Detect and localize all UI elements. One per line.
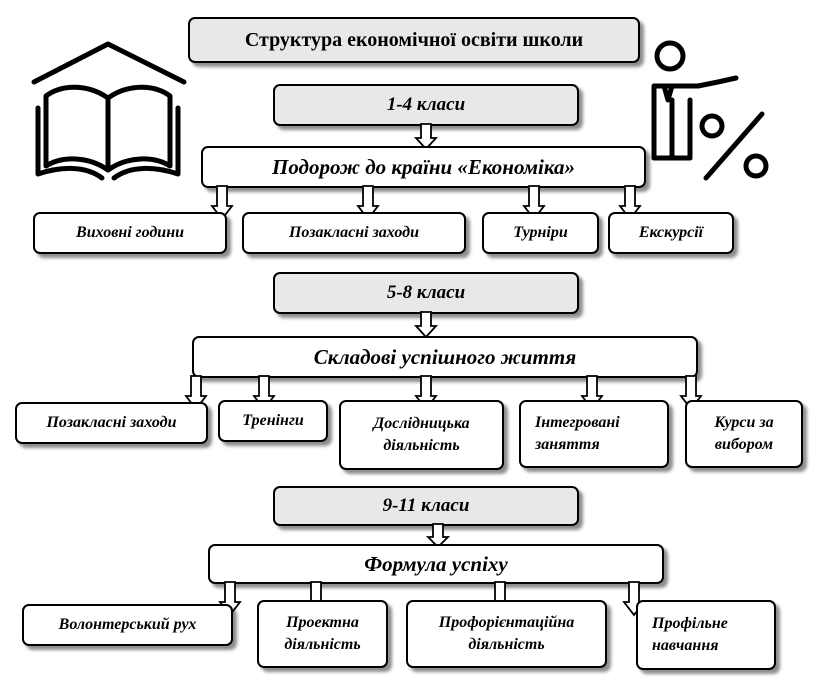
- down-arrow-icon: [413, 123, 439, 151]
- item-box: Турніри: [482, 212, 599, 254]
- down-arrow-icon: [425, 523, 451, 549]
- theme-label: Формула успіху: [364, 551, 508, 576]
- theme-box-3: Формула успіху: [208, 544, 664, 584]
- open-book-house-icon: [28, 38, 190, 183]
- item-box: Позакласні заходи: [242, 212, 466, 254]
- item-box: Проектна діяльність: [257, 600, 388, 668]
- down-arrow-icon: [413, 311, 439, 339]
- item-box: Курси за вибором: [685, 400, 803, 468]
- theme-box-2: Складові успішного життя: [192, 336, 698, 378]
- theme-label: Складові успішного життя: [313, 344, 577, 369]
- theme-box-1: Подорож до країни «Економіка»: [201, 146, 646, 188]
- grade-box-5-8: 5-8 класи: [273, 272, 579, 314]
- item-label: Профільне навчання: [652, 615, 728, 654]
- item-label: Екскурсії: [638, 224, 704, 242]
- item-box: Інтегровані заняття: [519, 400, 669, 468]
- item-box: Профорієнтаційна діяльність: [406, 600, 607, 668]
- item-box: Профільне навчання: [636, 600, 776, 670]
- item-box: Тренінги: [218, 400, 328, 442]
- grade-label: 9-11 класи: [382, 495, 470, 517]
- item-label: Волонтерський рух: [58, 616, 197, 634]
- down-arrow-icon: [210, 185, 234, 221]
- item-label: Інтегровані заняття: [535, 414, 620, 453]
- teacher-percent-icon: [640, 38, 780, 183]
- item-label: Дослідницька діяльність: [373, 415, 470, 454]
- item-label: Проектна діяльність: [284, 614, 361, 653]
- item-label: Профорієнтаційна діяльність: [438, 614, 575, 653]
- grade-box-9-11: 9-11 класи: [273, 486, 579, 526]
- item-box: Дослідницька діяльність: [339, 400, 504, 470]
- grade-label: 5-8 класи: [386, 282, 466, 304]
- item-box: Позакласні заходи: [15, 402, 208, 444]
- item-label: Позакласні заходи: [46, 414, 177, 432]
- item-label: Турніри: [513, 224, 568, 242]
- theme-label: Подорож до країни «Економіка»: [272, 154, 575, 179]
- item-box: Волонтерський рух: [22, 604, 233, 646]
- item-label: Виховні години: [76, 224, 184, 242]
- diagram-title-text: Структура економічної освіти школи: [244, 28, 584, 51]
- grade-box-1-4: 1-4 класи: [273, 84, 579, 126]
- item-box: Екскурсії: [608, 212, 734, 254]
- diagram-title: Структура економічної освіти школи: [188, 17, 640, 63]
- item-box: Виховні години: [33, 212, 227, 254]
- item-label: Курси за вибором: [714, 414, 774, 453]
- item-label: Позакласні заходи: [288, 224, 419, 242]
- grade-label: 1-4 класи: [386, 94, 466, 116]
- item-label: Тренінги: [242, 412, 304, 430]
